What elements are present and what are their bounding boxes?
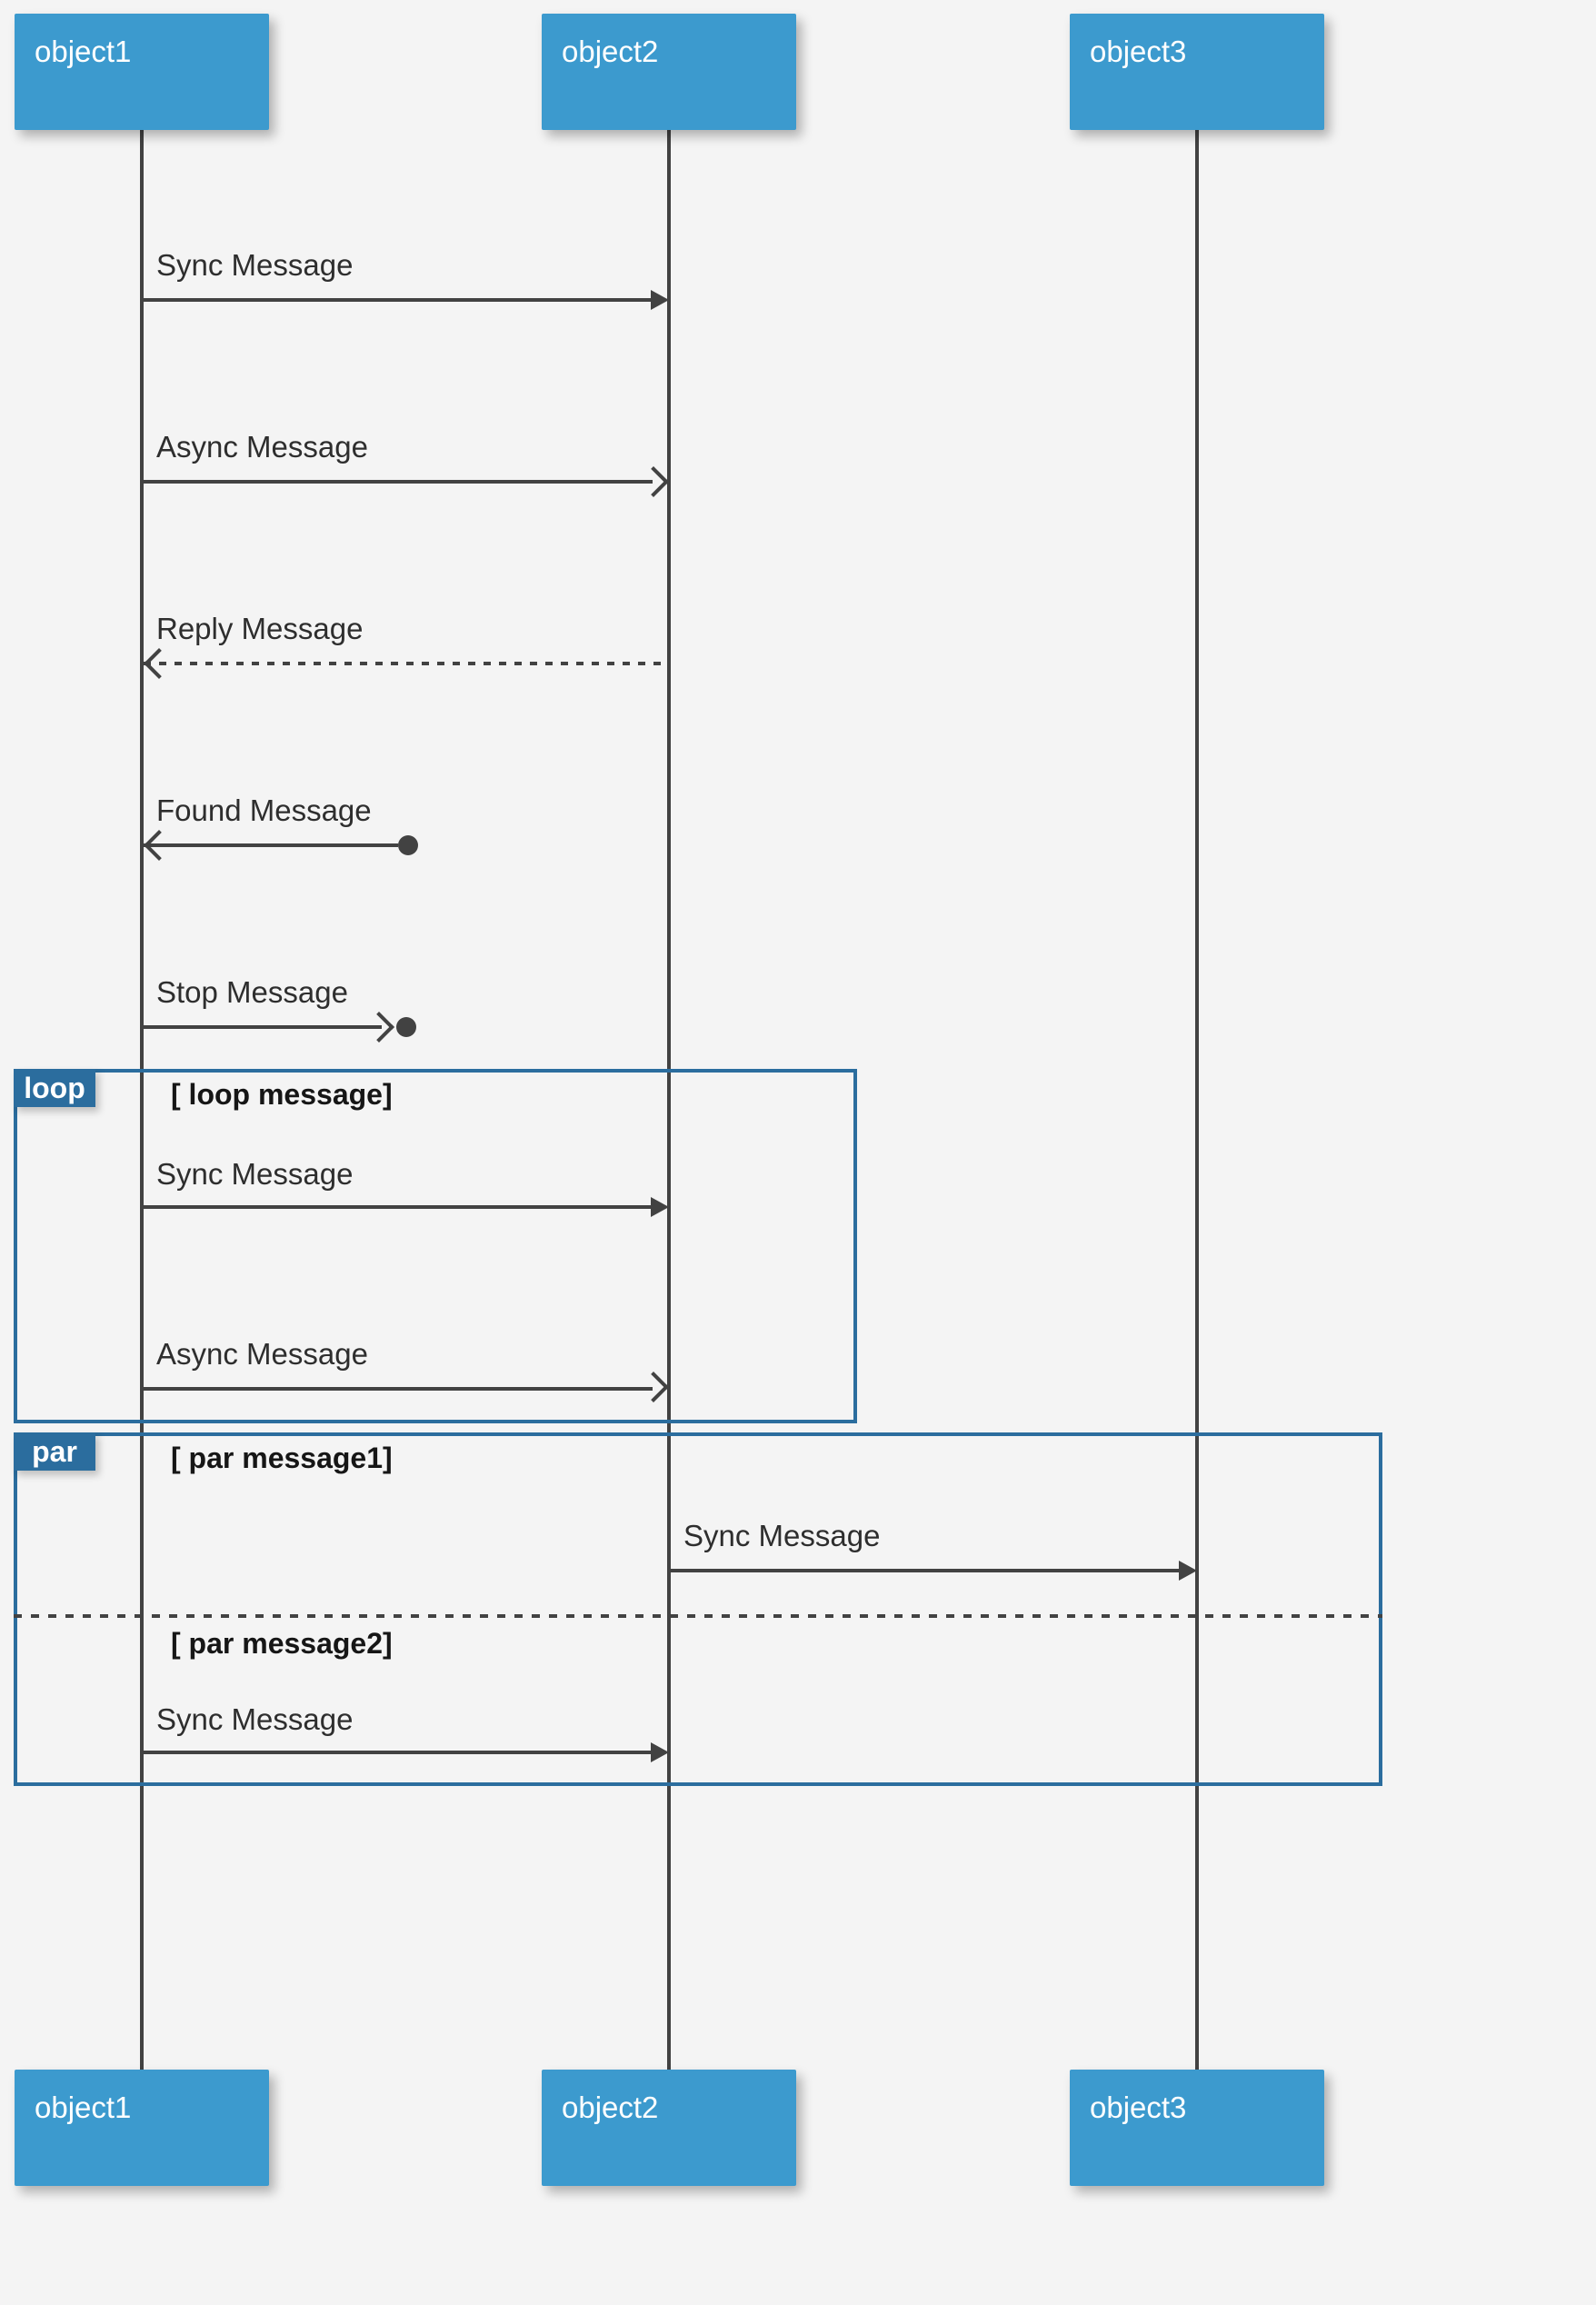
filled-arrowhead-icon	[651, 1742, 669, 1762]
reply-message-line	[144, 662, 667, 665]
loop-guard-label: [ loop message]	[171, 1078, 393, 1111]
reply-message-label: Reply Message	[156, 612, 364, 645]
par-guard1-label: [ par message1]	[171, 1442, 393, 1474]
actor-foot-object1: object1	[15, 2070, 269, 2186]
filled-arrowhead-icon	[651, 1197, 669, 1217]
found-message-line	[144, 843, 398, 847]
par-sync-message1-label: Sync Message	[683, 1519, 881, 1552]
stop-message-label: Stop Message	[156, 975, 348, 1009]
loop-operator-tab: loop	[14, 1069, 95, 1107]
lifeline-object3	[1195, 130, 1199, 2070]
lifeline-object1	[140, 130, 144, 2070]
open-arrowhead-icon	[144, 648, 175, 679]
loop-sync-message-label: Sync Message	[156, 1157, 354, 1191]
par-guard2-label: [ par message2]	[171, 1627, 393, 1660]
par-sync-message1-line	[671, 1569, 1179, 1572]
actor-head-object2: object2	[542, 14, 796, 130]
found-message-label: Found Message	[156, 793, 372, 827]
par-sync-message2-line	[144, 1751, 651, 1754]
open-arrowhead-icon	[364, 1012, 394, 1043]
actor-foot-object2: object2	[542, 2070, 796, 2186]
lifeline-object2	[667, 130, 671, 2070]
found-endpoint-dot-icon	[398, 835, 418, 855]
sync-message-label: Sync Message	[156, 248, 354, 282]
loop-async-message-line	[144, 1387, 653, 1391]
loop-sync-message-line	[144, 1205, 651, 1209]
filled-arrowhead-icon	[651, 290, 669, 310]
open-arrowhead-icon	[144, 830, 175, 861]
par-sync-message2-label: Sync Message	[156, 1702, 354, 1736]
loop-async-message-label: Async Message	[156, 1337, 368, 1371]
actor-head-object1: object1	[15, 14, 269, 130]
stop-endpoint-dot-icon	[396, 1017, 416, 1037]
sync-message-line	[144, 298, 651, 302]
filled-arrowhead-icon	[1179, 1561, 1197, 1581]
par-section-divider	[14, 1614, 1382, 1618]
async-message-line	[144, 480, 653, 484]
open-arrowhead-icon	[638, 466, 669, 497]
open-arrowhead-icon	[638, 1372, 669, 1402]
actor-foot-object3: object3	[1070, 2070, 1324, 2186]
async-message-label: Async Message	[156, 430, 368, 464]
par-operator-tab: par	[14, 1432, 95, 1471]
stop-message-line	[144, 1025, 382, 1029]
actor-head-object3: object3	[1070, 14, 1324, 130]
